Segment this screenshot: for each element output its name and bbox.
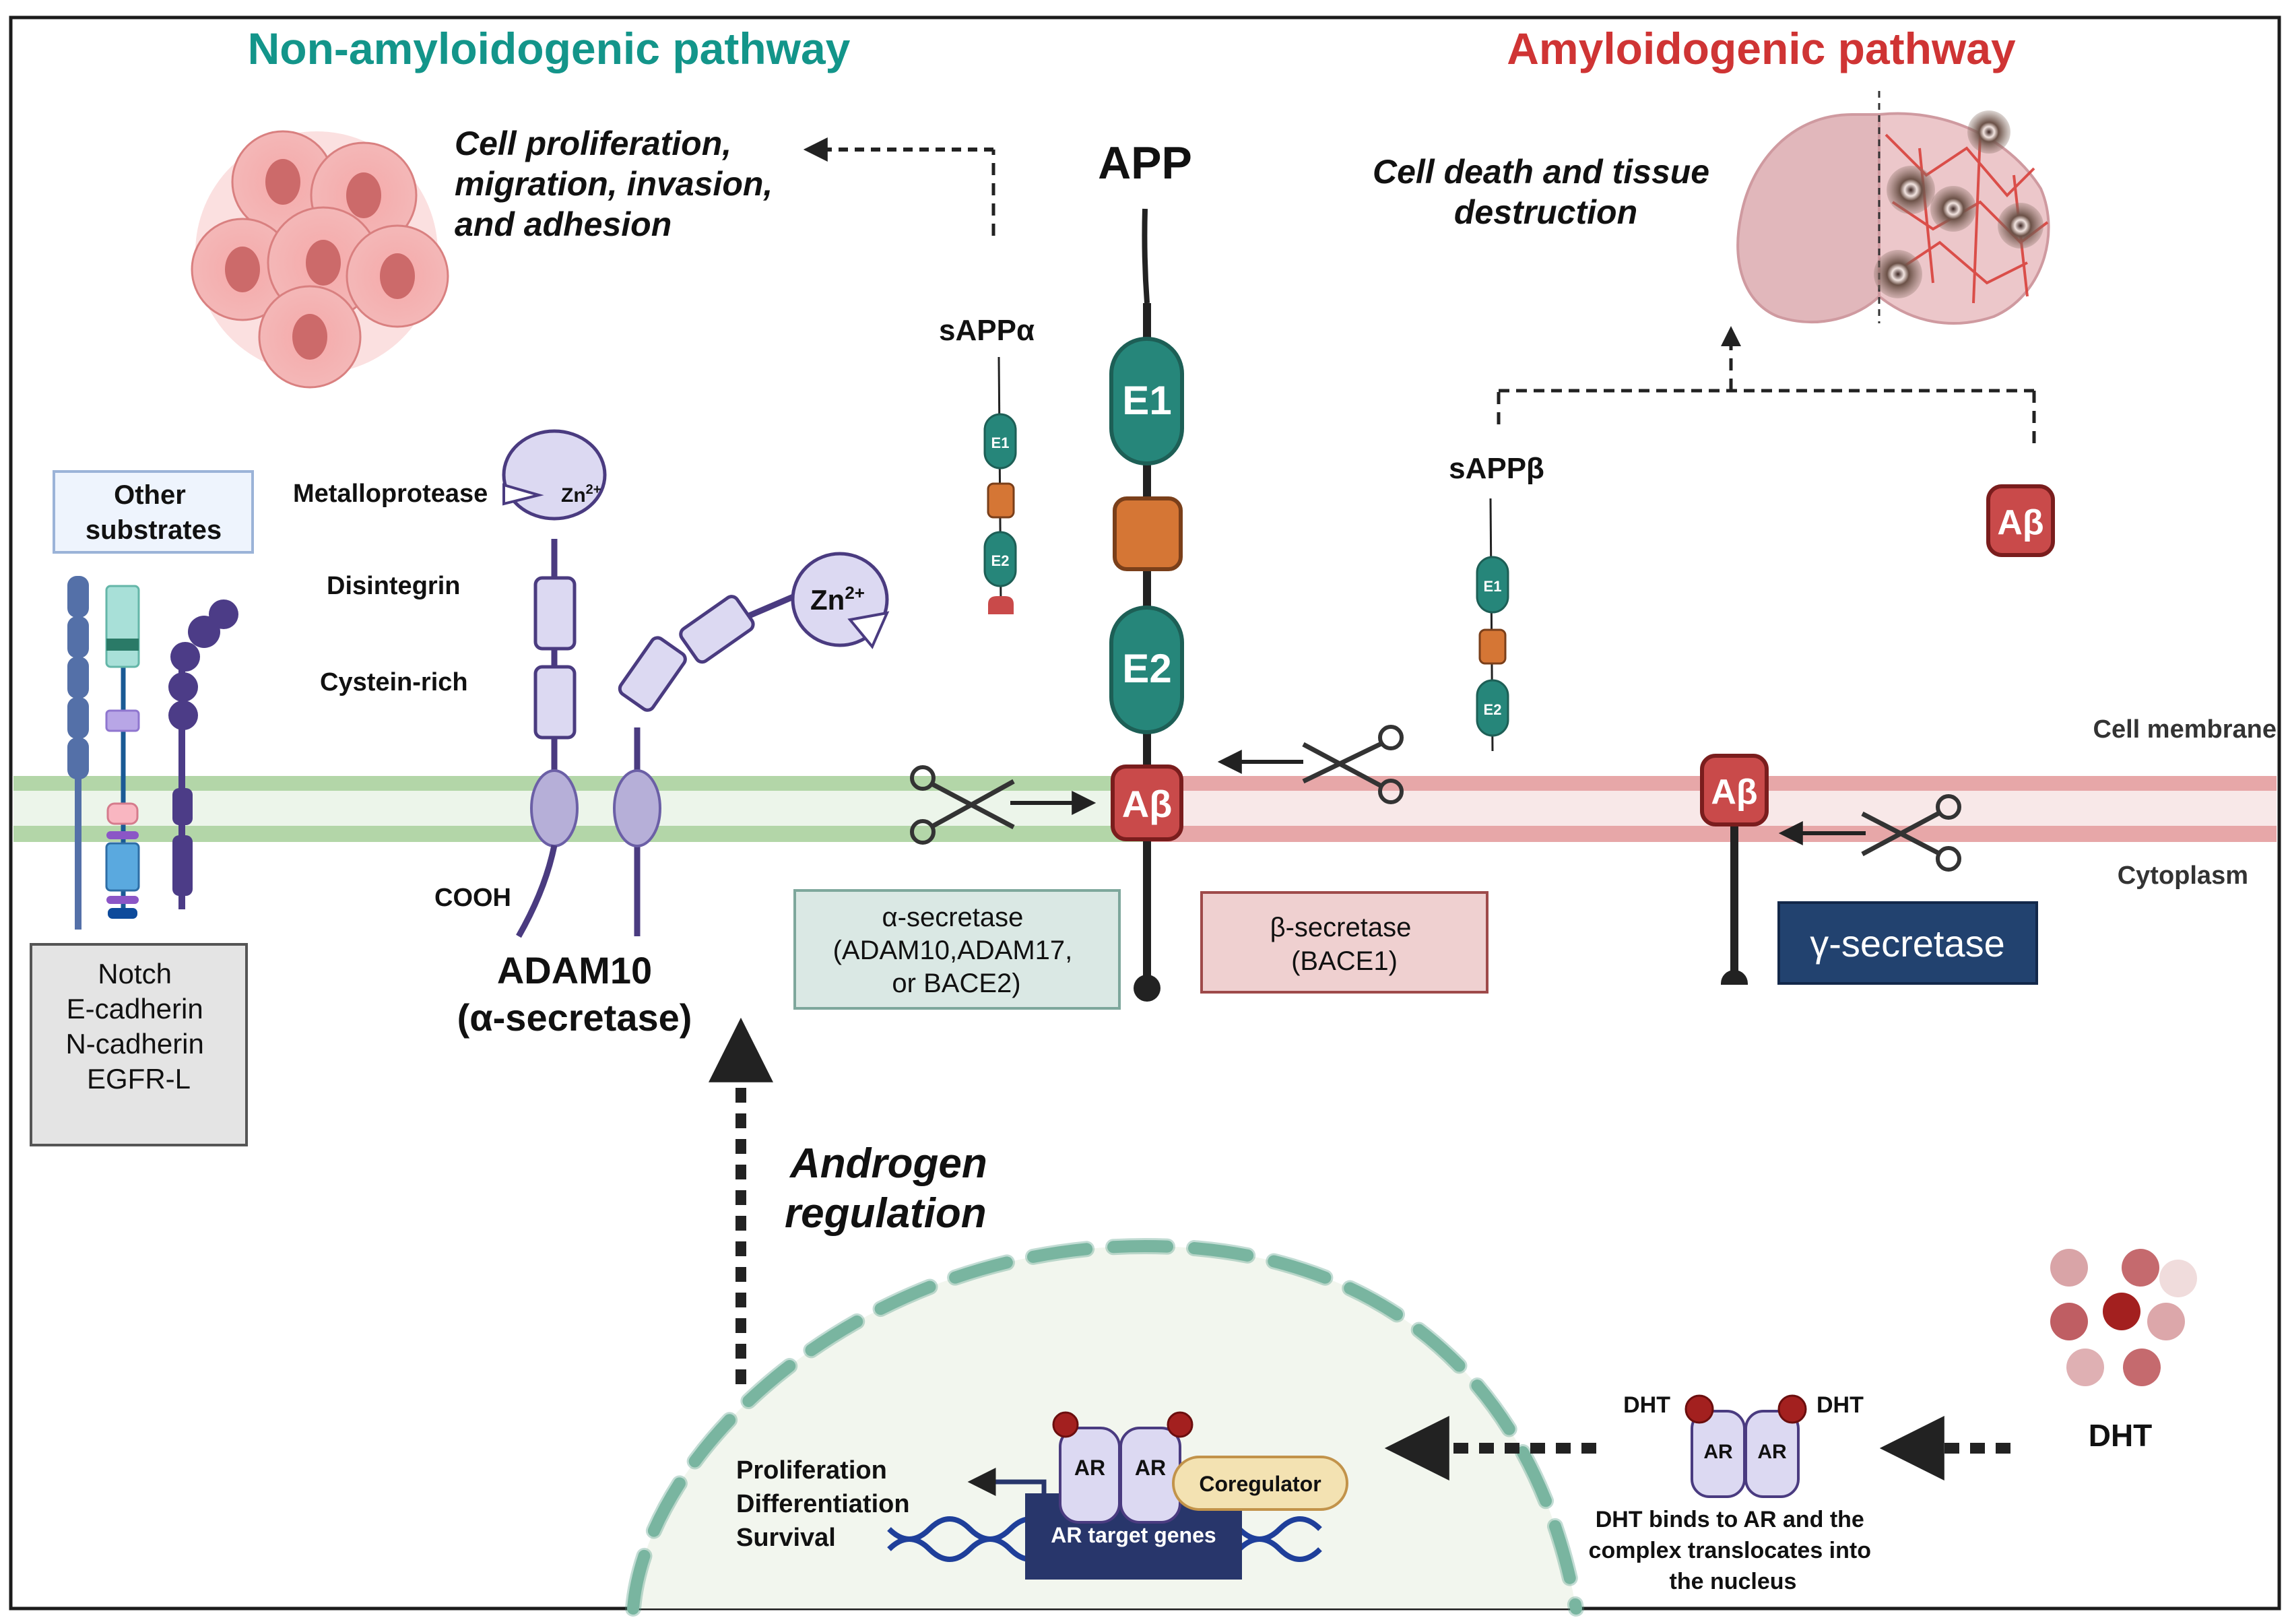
adam10-subtitle: (α-secretase) [457,996,692,1039]
sappa-fragment: sAPPα E1 E2 [939,314,1035,614]
svg-text:E1: E1 [1484,578,1502,595]
ar-dimer-nuclear: AR AR [1052,1411,1193,1524]
cell-membrane-label: Cell membrane [2093,715,2277,744]
app-protein: APP E1 E2 Aβ [1098,137,1192,1002]
svg-text:E2: E2 [991,552,1010,569]
svg-text:AR: AR [1757,1441,1787,1463]
app-label: APP [1098,137,1192,189]
svg-text:AR target genes: AR target genes [1051,1523,1216,1547]
substrate-cadherin-icon [105,585,140,919]
sappa-to-outcome-arrow [803,137,995,236]
alpha-secretase-box: α-secretase (ADAM10,ADAM17, or BACE2) [793,889,1121,1010]
amyloidogenic-products-arrow [1497,326,2036,445]
sappa-label: sAPPα [939,314,1035,347]
other-substrates-box: Other substrates [53,470,254,554]
svg-text:Aβ: Aβ [1711,773,1757,812]
membrane-abeta: Aβ [1700,754,1769,985]
cysteine-rich-label: Cystein-rich [320,668,468,696]
app-e1: E1 [1122,378,1171,423]
coregulator: Coregulator [1172,1456,1348,1511]
svg-text:γ-secretase: γ-secretase [1810,922,2004,965]
non-amyloidogenic-title: Non-amyloidogenic pathway [248,24,851,73]
svg-text:Coregulator: Coregulator [1199,1472,1321,1496]
gamma-secretase-box: γ-secretase [1777,901,2038,985]
disintegrin-label: Disintegrin [327,572,460,600]
dht-label-right: DHT [1817,1392,1864,1418]
svg-text:α-secretase (ADAM10,ADAM: α-secretase (ADAM10,ADAM17, or BACE2) [833,903,1080,998]
substrate-list-box: Notch E-cadherin N-cadherin EGFR-L [30,943,248,1146]
brain-illustration [1736,91,2050,325]
beta-secretase-box: β-secretase (BACE1) [1200,891,1488,994]
dht-molecules-icon [2050,1249,2197,1386]
svg-text:AR: AR [1703,1441,1733,1463]
svg-text:E2: E2 [1484,701,1502,718]
adam10-protein: Metalloprotease Disintegrin Cystein-rich… [293,429,890,1039]
cell-cluster-illustration [191,130,449,389]
zinc-label-bent: Zn2+ [810,583,865,616]
svg-text:E1: E1 [991,434,1010,451]
svg-text:Notch E-cadherin N: Notch E-cadherin N-cadherin EGFR-L [65,958,211,1095]
substrate-egfr-icon [168,599,238,909]
free-abeta: Aβ [1986,484,2055,557]
cytoplasm-label: Cytoplasm [2118,862,2248,890]
ar-dimer-cytoplasmic: AR AR DHT DHT [1623,1392,1864,1498]
adam10-name: ADAM10 [497,949,652,992]
sappb-fragment: sAPPβ E1 E2 [1449,452,1544,752]
alpha-scissors-icon [910,765,1015,845]
amyloidogenic-title: Amyloidogenic pathway [1507,24,2016,73]
zinc-label-upright: Zn2+ [561,482,601,507]
dna-helix-icon [887,1516,1322,1562]
androgen-regulation-label: Androgen regulation [785,1140,999,1237]
non-amyloidogenic-outcome: Cell proliferation, migration, invasion,… [455,125,782,243]
app-abeta: Aβ [1122,783,1173,825]
app-e2: E2 [1122,646,1171,691]
metalloprotease-label: Metalloprotease [293,480,488,508]
svg-text:β-secretase (BACE1): β-secretase (BACE1) [1270,913,1419,976]
dht-label-left: DHT [1623,1392,1670,1418]
cooh-label: COOH [434,884,511,912]
substrate-notch-icon [67,576,89,930]
beta-scissors-icon [1302,725,1404,804]
svg-text:Other substrates: Other substrates [86,480,222,545]
svg-text:AR: AR [1074,1456,1105,1480]
gamma-scissors-icon [1861,794,1961,872]
dht-binding-caption: DHT binds to AR and the complex transloc… [1589,1507,1878,1594]
amyloidogenic-outcome: Cell death and tissue destruction [1373,153,1719,231]
dht-label: DHT [2089,1418,2153,1453]
sappb-label: sAPPβ [1449,452,1544,485]
svg-text:Aβ: Aβ [1997,503,2043,542]
svg-text:AR: AR [1135,1456,1166,1480]
nuclear-outcomes: Proliferation Differentiation Survival [736,1456,917,1552]
